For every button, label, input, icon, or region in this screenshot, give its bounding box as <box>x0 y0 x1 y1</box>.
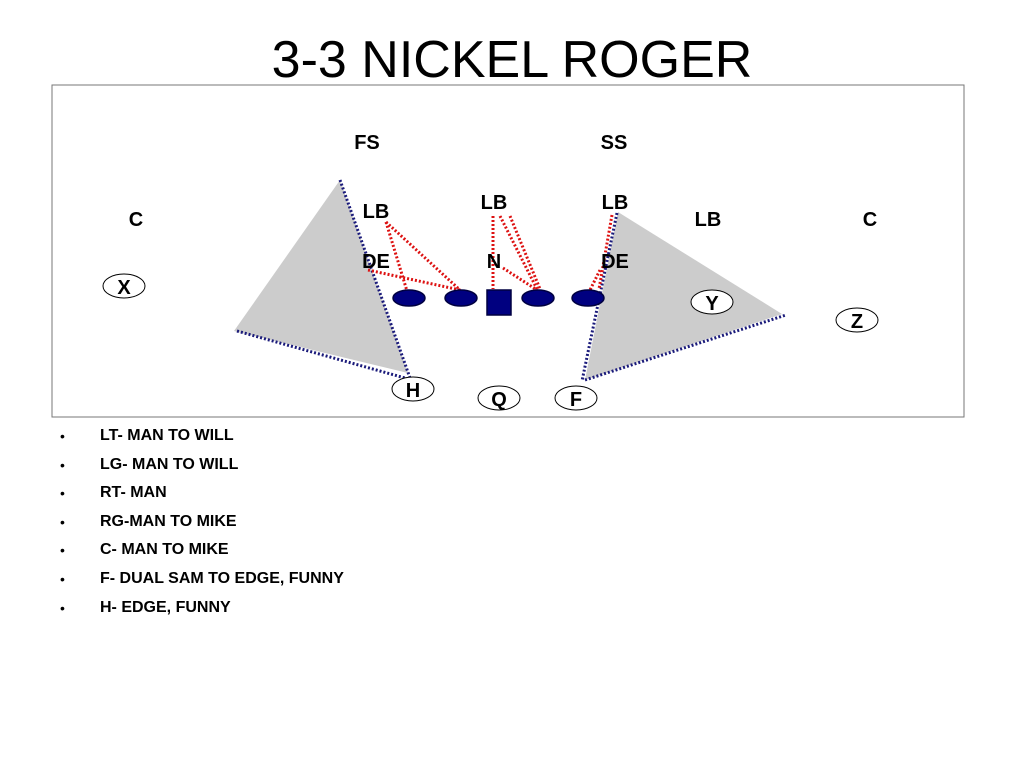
bullet-icon: • <box>60 599 65 616</box>
lb-center-label: LB <box>481 192 508 214</box>
c-left-label: C <box>129 209 143 231</box>
note-item: • RT- MAN <box>58 481 344 510</box>
right-tackle <box>571 289 605 307</box>
note-item: • H- EDGE, FUNNY <box>58 596 344 625</box>
offensive-line <box>392 289 605 316</box>
offense-players: X Y Z H Q F <box>102 273 879 411</box>
left-guard <box>444 289 478 307</box>
note-item: • LG- MAN TO WILL <box>58 453 344 482</box>
right-zone <box>585 212 782 380</box>
note-text: H- EDGE, FUNNY <box>100 598 231 616</box>
player-q: Q <box>477 385 521 411</box>
player-f: F <box>554 385 598 411</box>
f-label: F <box>570 389 582 411</box>
note-item: • C- MAN TO MIKE <box>58 538 344 567</box>
bullet-icon: • <box>60 456 65 473</box>
note-text: LT- MAN TO WILL <box>100 427 234 444</box>
note-item: • RG-MAN TO MIKE <box>58 510 344 539</box>
lb-right-label: LB <box>602 192 629 214</box>
left-zone <box>234 180 408 373</box>
fs-label: FS <box>354 132 380 154</box>
player-x: X <box>102 273 146 299</box>
left-flat-line <box>236 329 406 380</box>
note-item: • LT- MAN TO WILL <box>58 424 344 453</box>
assignment-lines <box>367 214 614 292</box>
note-text: C- MAN TO MIKE <box>100 541 229 559</box>
note-item: • F- DUAL SAM TO EDGE, FUNNY <box>58 567 344 596</box>
lb-left-label: LB <box>363 201 390 223</box>
left-edge-line <box>338 179 412 379</box>
diagram-frame <box>51 84 965 418</box>
right-flat-line <box>584 313 787 382</box>
x-label: X <box>117 277 131 299</box>
bullet-icon: • <box>60 570 65 587</box>
left-tackle <box>392 289 426 307</box>
nose-label: N <box>487 251 501 273</box>
note-text: RG-MAN TO MIKE <box>100 512 237 530</box>
de-right-label: DE <box>601 251 629 273</box>
note-text: LG- MAN TO WILL <box>100 455 239 473</box>
player-y: Y <box>690 289 734 315</box>
ss-label: SS <box>601 132 628 154</box>
de-left-label: DE <box>362 251 390 273</box>
h-label: H <box>406 380 420 402</box>
c-right-label: C <box>863 209 877 231</box>
assignment-notes: • LT- MAN TO WILL • LG- MAN TO WILL • RT- M… <box>58 424 344 624</box>
player-z: Z <box>835 307 879 333</box>
note-text: F- DUAL SAM TO EDGE, FUNNY <box>100 569 344 587</box>
q-label: Q <box>491 389 507 411</box>
center <box>486 289 512 316</box>
slide-title: 3-3 NICKEL ROGER <box>271 31 753 89</box>
bullet-icon: • <box>60 513 65 530</box>
player-h: H <box>391 376 435 402</box>
z-label: Z <box>851 311 863 333</box>
y-label: Y <box>705 293 719 315</box>
defense-labels: FS SS C LB LB LB LB C DE N DE <box>129 132 877 273</box>
lb-far-right-label: LB <box>695 209 722 231</box>
bullet-icon: • <box>60 485 65 502</box>
note-text: RT- MAN <box>100 484 167 502</box>
bullet-icon: • <box>60 542 65 559</box>
bullet-icon: • <box>60 428 65 444</box>
right-guard <box>521 289 555 307</box>
